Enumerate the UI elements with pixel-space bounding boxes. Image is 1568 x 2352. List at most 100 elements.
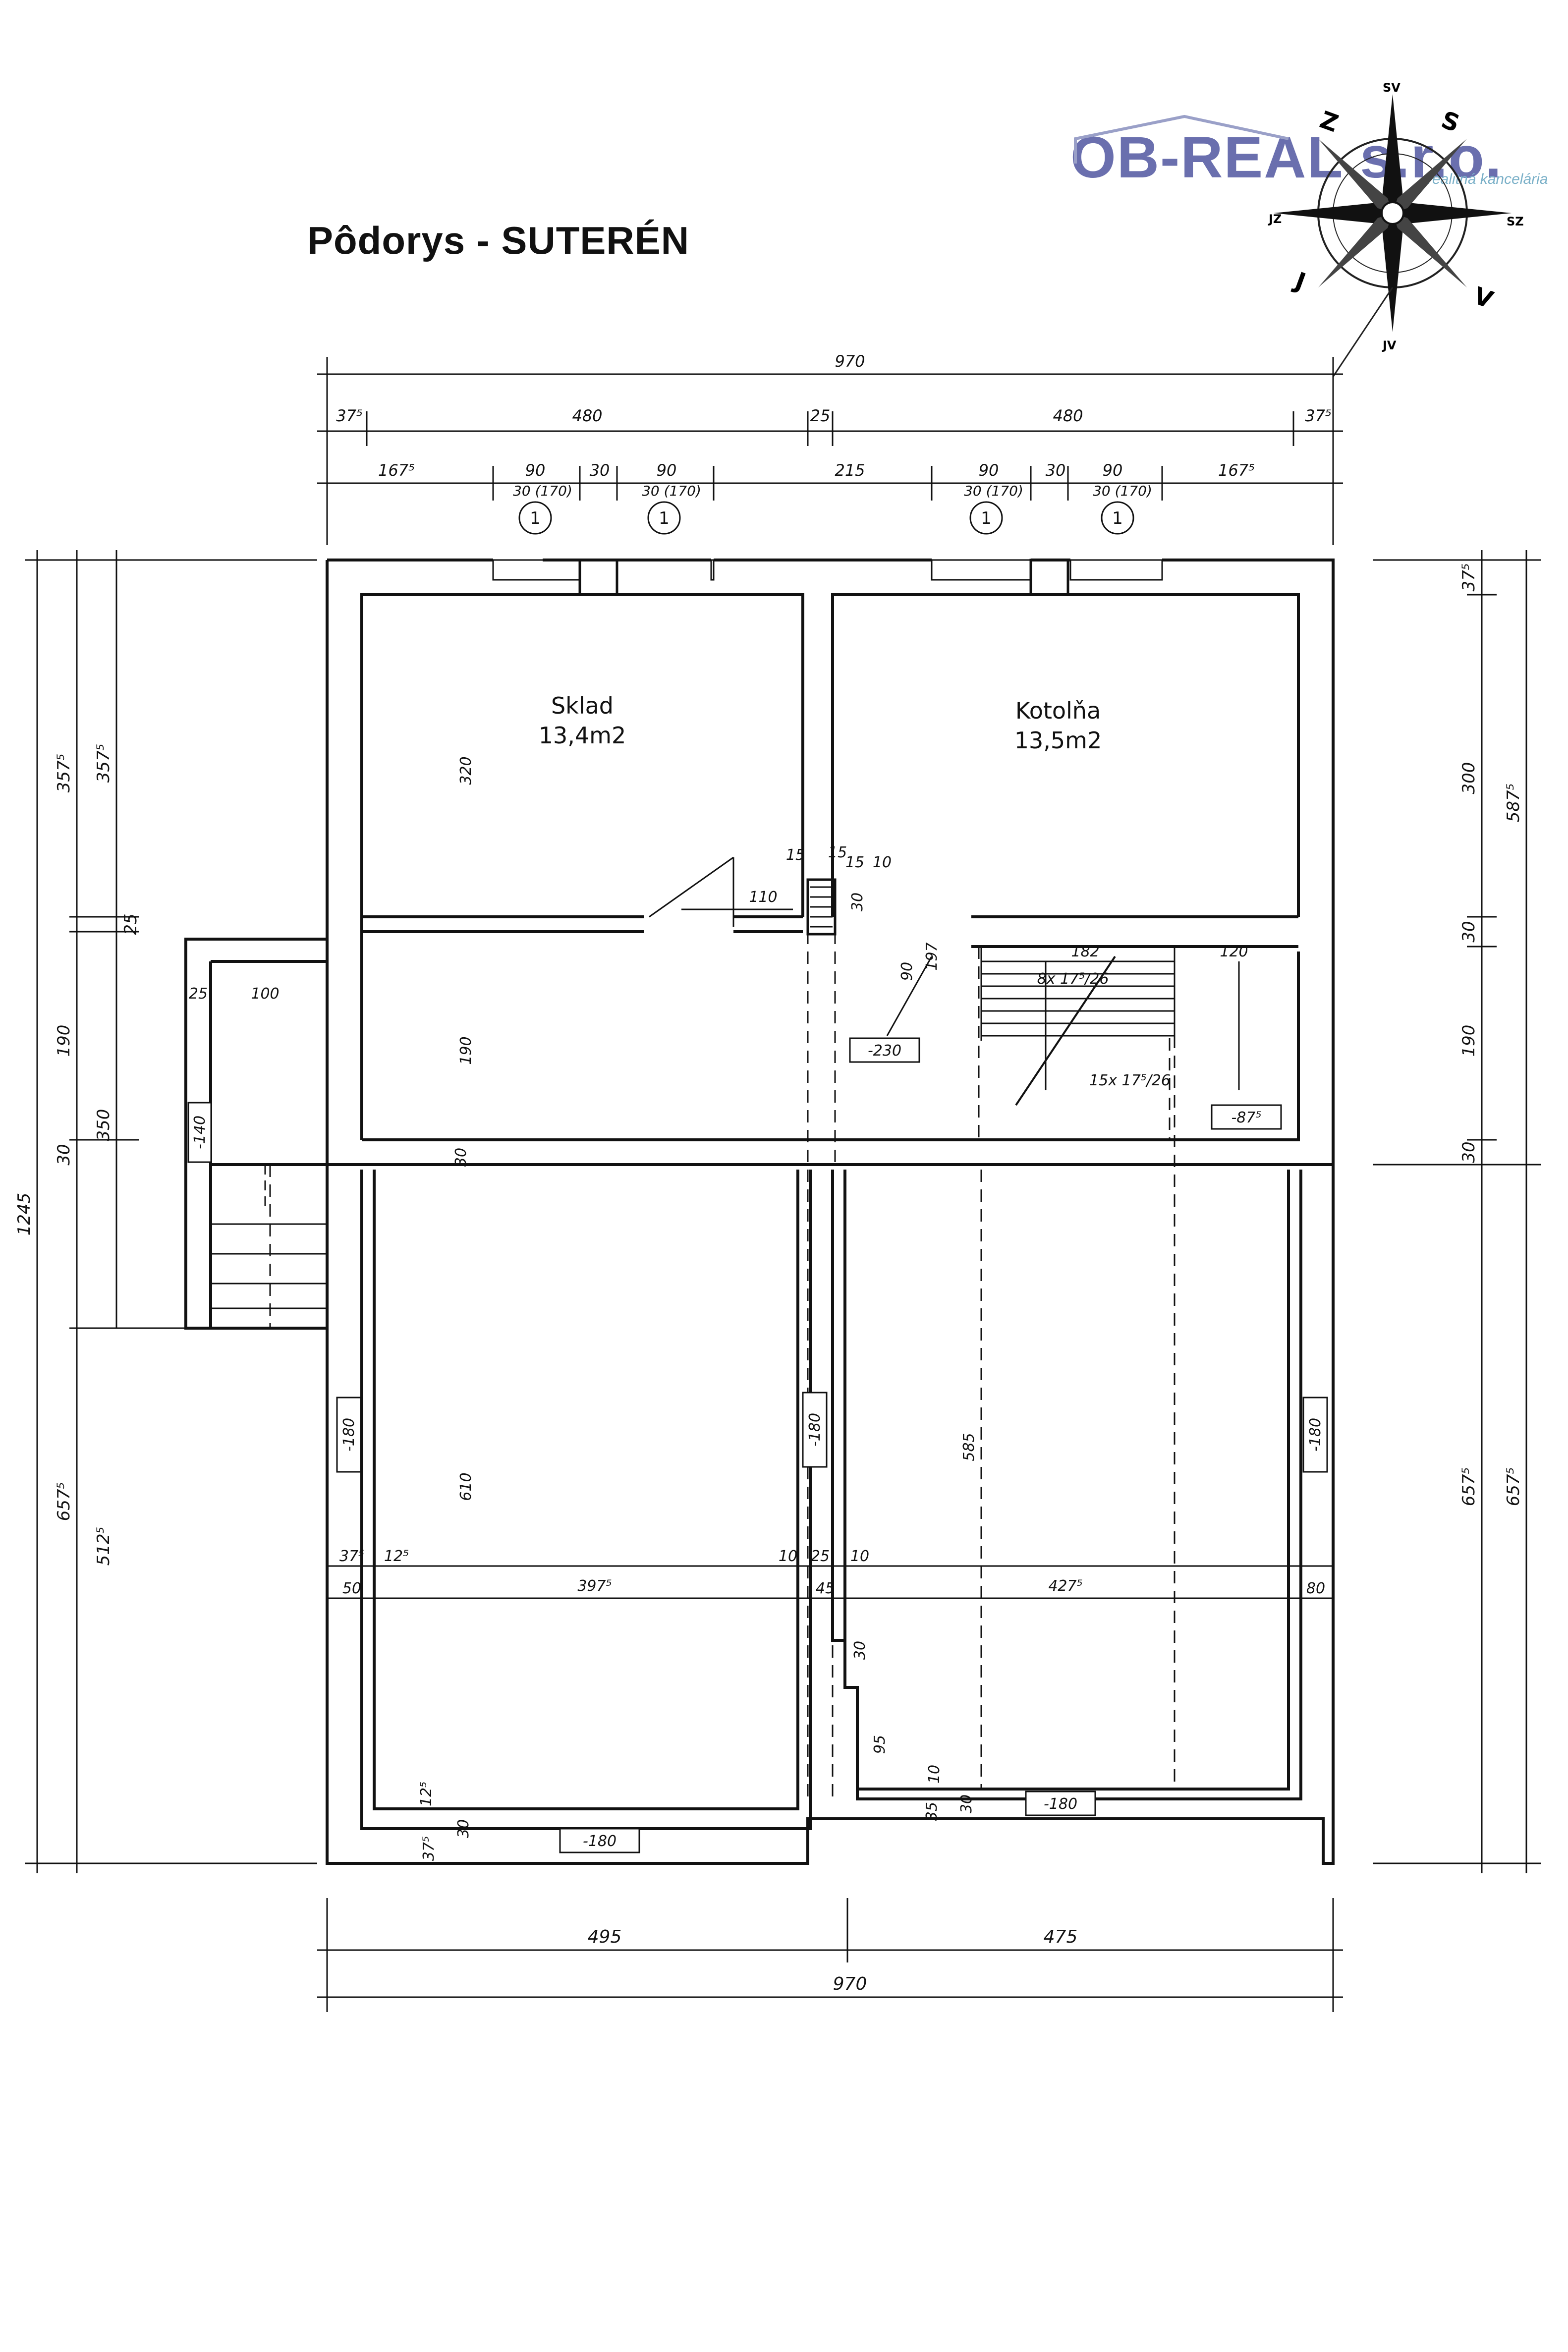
room-name: Kotolňa [1015,697,1101,724]
page-title: Pôdorys - SUTERÉN [307,219,690,262]
dimension-label: 30 [1459,921,1479,942]
chimney-hatch [810,886,833,928]
dimension-label: 610 [457,1472,475,1501]
dimension-label: 190 [54,1025,74,1057]
dimension-label: 480 [572,406,602,425]
dimension-label: 15 [828,844,847,861]
dimension-label: 190 [1459,1025,1479,1057]
compass-rose-icon: S SV V JV J JZ Z SZ [1268,81,1524,377]
compass-v: V [1470,282,1497,314]
compass-s: S [1438,106,1463,138]
dimension-label: 167⁵ [378,461,415,480]
level-label: -140 [191,1116,209,1149]
dimension-label: 350 [94,1109,113,1141]
dimension-label: 37⁵ [420,1836,438,1861]
level-label: -180 [806,1413,824,1447]
dimension-label: 512⁵ [94,1527,113,1566]
dimension-label: 37⁵ [1305,406,1332,425]
stair-annotation: 8x 17⁵/26 [1037,970,1109,988]
dimension-label: 15 [845,854,864,871]
dimension-label: 197 [923,942,941,970]
dimension-label: 25 [121,913,141,935]
compass-jv: JV [1382,338,1397,352]
dimension-label: 475 [1044,1927,1078,1947]
walls [184,559,1335,1865]
level-label: -87⁵ [1231,1109,1261,1126]
room-name: Sklad [551,692,614,719]
dimension-label: 30 [452,1148,470,1167]
dimension-label: 30 (170) [642,483,701,499]
window-marker-3 [969,501,1003,535]
level-label: -180 [1307,1418,1324,1452]
dimension-label: 427⁵ [1048,1577,1082,1595]
dimension-label: 30 [590,461,610,480]
dimension-label: 45 [816,1580,835,1597]
stair-annotation: 15x 17⁵/26 [1089,1072,1171,1089]
dimension-label: 657⁵ [1459,1467,1479,1507]
window-marker-label: 1 [1112,508,1123,528]
window-marker-4 [1101,501,1134,535]
dimension-label: 357⁵ [94,744,113,783]
dimension-label: 320 [457,756,475,784]
dimension-label: 970 [833,1974,867,1994]
dimension-label: 10 [850,1548,869,1565]
dimension-label: 25 [811,1548,830,1565]
dimension-label: 120 [1220,943,1248,960]
level-label: -180 [583,1833,616,1850]
dimension-label: 90 [657,461,677,480]
window-marker-label: 1 [981,508,992,528]
room-area: 13,4m2 [539,722,626,749]
dimension-label: 110 [749,889,777,906]
dimension-label: 30 (170) [513,483,572,499]
dimension-label: 15 [786,846,805,864]
compass-jz: JZ [1268,212,1282,226]
dimension-label: 90 [1103,461,1123,480]
dimension-label: 80 [1306,1580,1325,1597]
level-label: -230 [868,1042,901,1060]
dimension-label: 30 [1459,1141,1479,1163]
compass-sv: SV [1383,81,1400,95]
dimension-label: 35 [923,1802,941,1821]
dimension-label: 90 [525,461,546,480]
dimension-label: 10 [779,1548,797,1565]
dimension-label: 1245 [14,1193,34,1236]
dimension-label: 30 [1046,461,1066,480]
dimension-label: 10 [873,854,892,871]
dimension-label: 30 [54,1144,74,1165]
dimension-label: 480 [1053,406,1083,425]
dimension-label: 100 [251,985,279,1003]
dimension-label: 37⁵ [339,1548,364,1565]
window-marker-label: 1 [659,508,670,528]
dimension-label: 10 [926,1765,943,1784]
dimension-label: 25 [810,406,831,425]
compass-j: J [1290,267,1309,296]
dimension-label: 30 [851,1641,869,1660]
level-label: -180 [1044,1795,1077,1813]
dimension-label: 12⁵ [418,1782,435,1806]
level-label: -180 [340,1418,358,1452]
dimension-label: 50 [342,1580,361,1597]
exterior-stair-treads [211,1165,327,1309]
windows [492,559,1163,596]
dimension-label: 25 [189,985,208,1003]
dimension-label: 397⁵ [577,1577,612,1595]
dimension-label: 300 [1459,762,1479,794]
hidden-lines [269,932,1289,1804]
dimension-label: 37⁵ [1459,563,1479,592]
dimension-label: 12⁵ [384,1548,409,1565]
dimension-label: 30 (170) [964,483,1023,499]
room-area: 13,5m2 [1014,727,1102,754]
window-marker-2 [647,501,681,535]
window-markers [518,501,1134,535]
dimension-label: 585 [960,1433,978,1461]
dimension-label: 30 [958,1794,975,1813]
dimension-lines [25,357,1541,2012]
dimension-label: 657⁵ [54,1482,74,1521]
dimension-label: 37⁵ [336,406,363,425]
window-marker-1 [518,501,552,535]
dimension-label: 30 [455,1819,472,1838]
dimension-label: 90 [898,962,916,981]
dimension-label: 167⁵ [1218,461,1255,480]
